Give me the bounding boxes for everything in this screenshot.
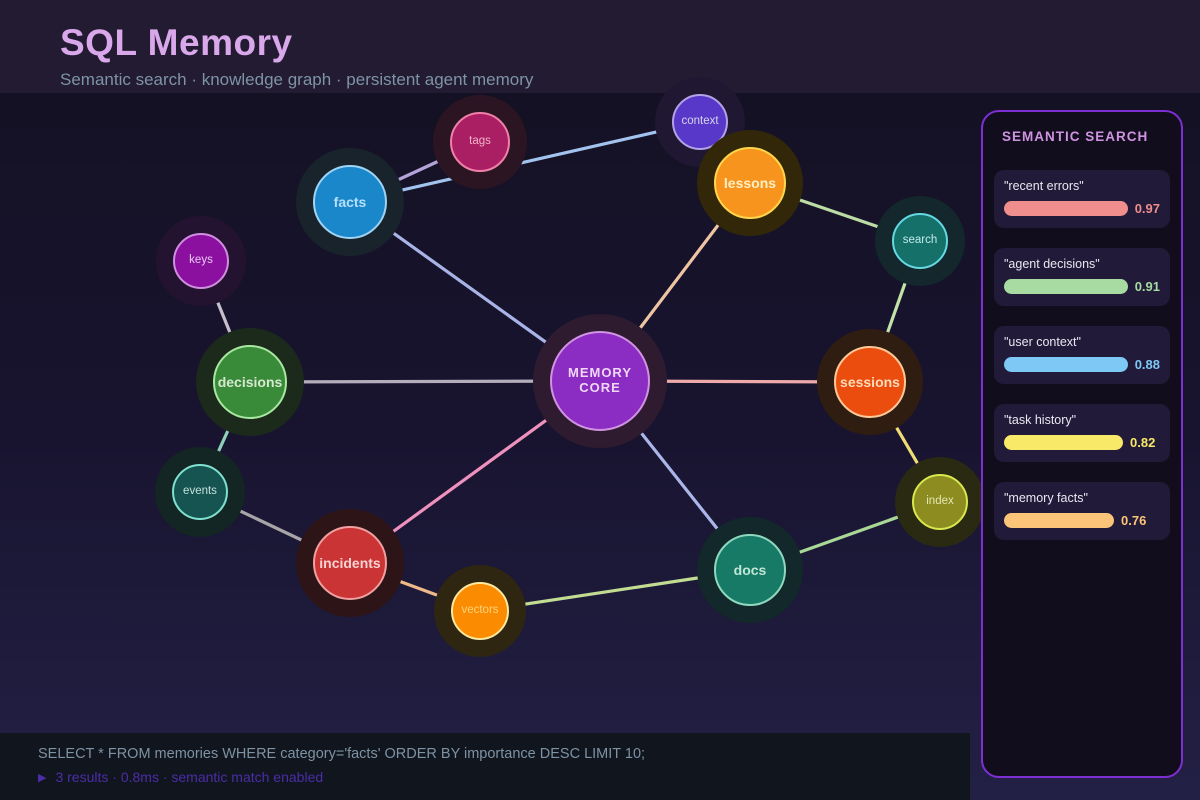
graph-node-context[interactable]: context [672,94,728,150]
graph-node-docs[interactable]: docs [714,534,786,606]
similarity-score-bar [1004,279,1128,294]
graph-node-decisions[interactable]: decisions [213,345,287,419]
similarity-score-value: 0.82 [1130,435,1156,450]
search-results: "recent errors" 0.97 "agent decisions" 0.91… [994,170,1170,540]
search-result-card[interactable]: "recent errors" 0.97 [994,170,1170,228]
graph-node-tags[interactable]: tags [450,112,510,172]
result-query-text: "recent errors" [1004,179,1084,193]
graph-node-vectors[interactable]: vectors [451,582,509,640]
similarity-score-bar [1004,435,1123,450]
sql-query-text: SELECT * FROM memories WHERE category='f… [38,746,646,762]
edge-docs-vectors [478,568,752,613]
semantic-search-title: SEMANTIC SEARCH [1002,129,1149,144]
result-query-text: "agent decisions" [1004,257,1100,271]
similarity-score-value: 0.97 [1134,201,1160,216]
similarity-score-bar [1004,357,1128,372]
result-query-text: "task history" [1004,413,1077,427]
graph-node-lessons[interactable]: lessons [714,147,786,219]
edge-decisions-core [248,379,602,384]
app-header: SQL Memory Semantic search · knowledge g… [0,0,1200,93]
search-result-card[interactable]: "user context" 0.88 [994,326,1170,384]
result-query-text: "memory facts" [1004,491,1088,505]
similarity-score-bar [1004,513,1114,528]
status-text: 3 results · 0.8ms · semantic match enabl… [55,769,324,785]
graph-node-events[interactable]: events [172,464,228,520]
graph-node-core[interactable]: MEMORY CORE [550,331,650,431]
graph-node-index[interactable]: index [912,474,968,530]
similarity-score-value: 0.76 [1121,513,1147,528]
page-title: SQL Memory [60,22,293,63]
similarity-score-bar [1004,201,1128,216]
edge-incidents-core [348,379,602,565]
graph-node-search[interactable]: search [892,213,948,269]
graph-node-sessions[interactable]: sessions [834,346,906,418]
page-subtitle: Semantic search · knowledge graph · pers… [60,70,534,89]
query-status-line: ▶ 3 results · 0.8ms · semantic match ena… [38,769,970,785]
semantic-search-panel: SEMANTIC SEARCH "recent errors" 0.97 "agen… [981,110,1183,778]
similarity-score-value: 0.88 [1134,357,1160,372]
search-result-card[interactable]: "agent decisions" 0.91 [994,248,1170,306]
search-result-card[interactable]: "task history" 0.82 [994,404,1170,462]
play-icon[interactable]: ▶ [38,771,47,784]
similarity-score-value: 0.91 [1134,279,1160,294]
graph-node-incidents[interactable]: incidents [313,526,387,600]
search-result-card[interactable]: "memory facts" 0.76 [994,482,1170,540]
graph-node-keys[interactable]: keys [173,233,229,289]
result-query-text: "user context" [1004,335,1081,349]
edge-facts-context [348,120,702,204]
graph-node-facts[interactable]: facts [313,165,387,239]
sql-console: SELECT * FROM memories WHERE category='f… [0,733,970,800]
